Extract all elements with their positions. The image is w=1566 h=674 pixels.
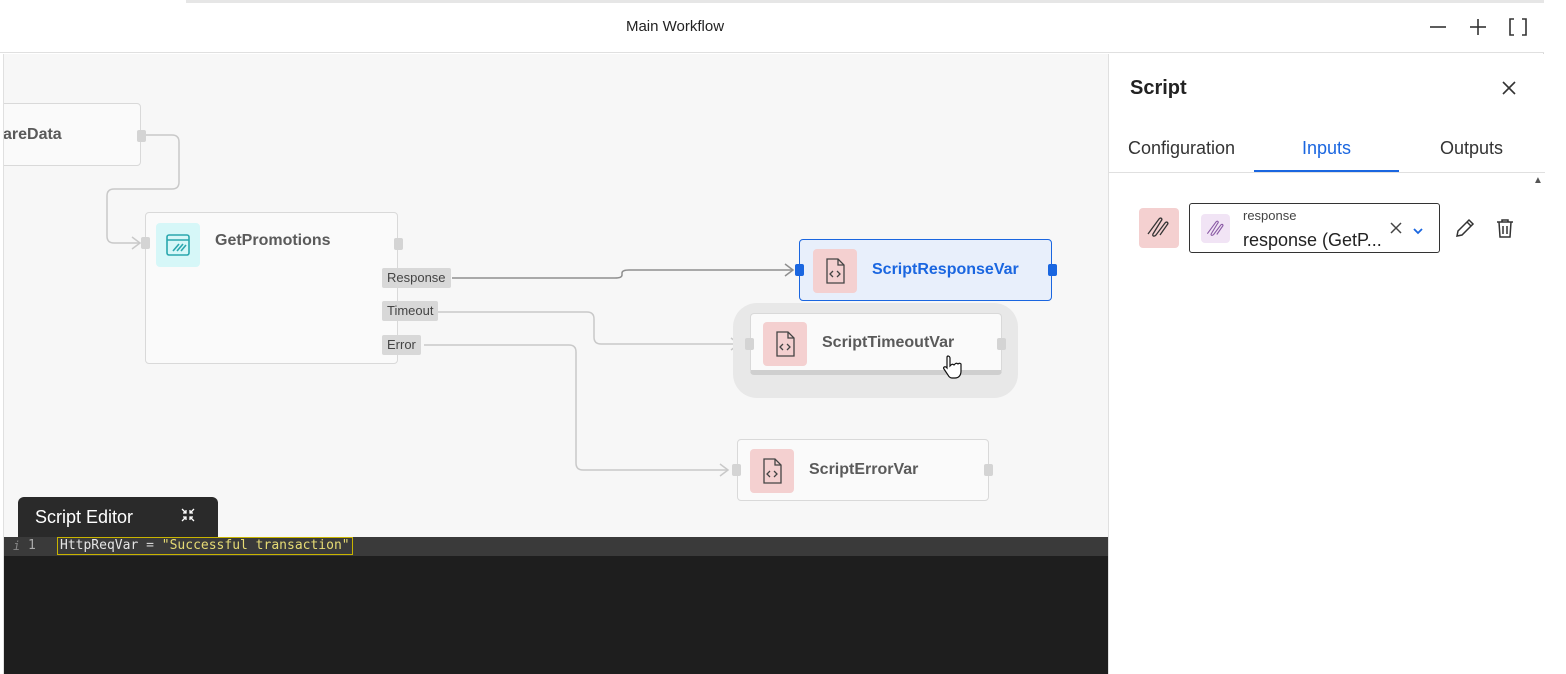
trash-icon[interactable]: [1494, 217, 1516, 244]
variable-icon: [1139, 208, 1179, 248]
code-editor[interactable]: i 1 HttpReqVar = "Successful transaction…: [4, 537, 1108, 674]
clear-icon[interactable]: [1389, 221, 1403, 240]
output-port[interactable]: [984, 464, 993, 476]
collapse-icon[interactable]: [181, 508, 195, 527]
scroll-up-icon[interactable]: ▲: [1533, 175, 1543, 186]
output-tag-timeout[interactable]: Timeout: [382, 301, 439, 321]
node-label: ScriptTimeoutVar: [822, 334, 955, 351]
output-port[interactable]: [137, 130, 146, 142]
code-string: "Successful transaction": [161, 538, 350, 553]
code-variable: HttpReqVar: [60, 538, 139, 553]
input-port[interactable]: [795, 264, 804, 276]
minimize-icon[interactable]: [1426, 15, 1450, 39]
input-name-label: response: [1243, 208, 1297, 223]
close-icon[interactable]: [1499, 78, 1519, 98]
input-variable-select[interactable]: response response (GetP...: [1189, 203, 1440, 253]
input-port[interactable]: [732, 464, 741, 476]
code-line[interactable]: HttpReqVar = "Successful transaction": [57, 537, 353, 555]
line-number: 1: [28, 538, 36, 553]
node-script-response-var[interactable]: ScriptResponseVar: [799, 239, 1052, 301]
wire-error: [424, 344, 728, 471]
node-label: areData: [4, 126, 62, 143]
hand-cursor-icon: [943, 355, 962, 379]
workflow-canvas[interactable]: areData GetPromotions Response Timeout E…: [4, 54, 1108, 537]
script-file-icon: [750, 449, 794, 493]
wire-response: [452, 269, 793, 279]
input-selected-value: response (GetP...: [1243, 230, 1382, 250]
output-port[interactable]: [1048, 264, 1057, 276]
script-editor-title: Script Editor: [35, 507, 134, 527]
input-port[interactable]: [141, 237, 150, 249]
title-bar: Main Workflow: [0, 3, 1544, 53]
active-line: [4, 537, 1108, 556]
output-port[interactable]: [394, 238, 403, 250]
tab-configuration[interactable]: Configuration: [1127, 138, 1236, 158]
window-title: Main Workflow: [625, 18, 725, 35]
tab-inputs[interactable]: Inputs: [1301, 138, 1352, 158]
input-port[interactable]: [745, 338, 754, 350]
output-tag-response[interactable]: Response: [382, 268, 451, 288]
script-file-icon: [813, 249, 857, 293]
panel-title: Script: [1130, 77, 1187, 99]
node-prepare-data[interactable]: areData: [4, 103, 146, 166]
fullscreen-icon[interactable]: [1506, 15, 1530, 39]
canvas-left-edge: [0, 54, 4, 674]
plus-icon[interactable]: [1466, 15, 1490, 39]
script-file-icon: [763, 322, 807, 366]
wire-timeout: [424, 311, 739, 345]
node-label: ScriptErrorVar: [809, 461, 919, 478]
http-request-icon: [156, 223, 200, 267]
code-operator: =: [146, 538, 154, 553]
variable-type-icon: [1201, 214, 1230, 243]
top-strip: [186, 0, 1544, 3]
chevron-down-icon[interactable]: [1412, 223, 1424, 241]
output-port[interactable]: [997, 338, 1006, 350]
wire-prepare-getpromotions: [106, 134, 180, 244]
active-tab-indicator: [1254, 170, 1399, 172]
node-label: ScriptResponseVar: [872, 261, 1019, 278]
info-marker: i: [13, 539, 21, 553]
script-editor-tab[interactable]: Script Editor: [18, 497, 218, 537]
node-script-timeout-var[interactable]: ScriptTimeoutVar: [750, 313, 1002, 375]
panel-tabs: Configuration Inputs Outputs: [1109, 132, 1545, 173]
edit-pencil-icon[interactable]: [1454, 217, 1476, 244]
output-tag-error[interactable]: Error: [382, 335, 421, 355]
node-get-promotions[interactable]: GetPromotions: [145, 212, 403, 364]
node-script-error-var[interactable]: ScriptErrorVar: [737, 439, 989, 501]
tab-outputs[interactable]: Outputs: [1439, 138, 1504, 158]
properties-panel: Script Configuration Inputs Outputs ▲ re…: [1108, 54, 1545, 674]
node-label: GetPromotions: [215, 232, 331, 249]
